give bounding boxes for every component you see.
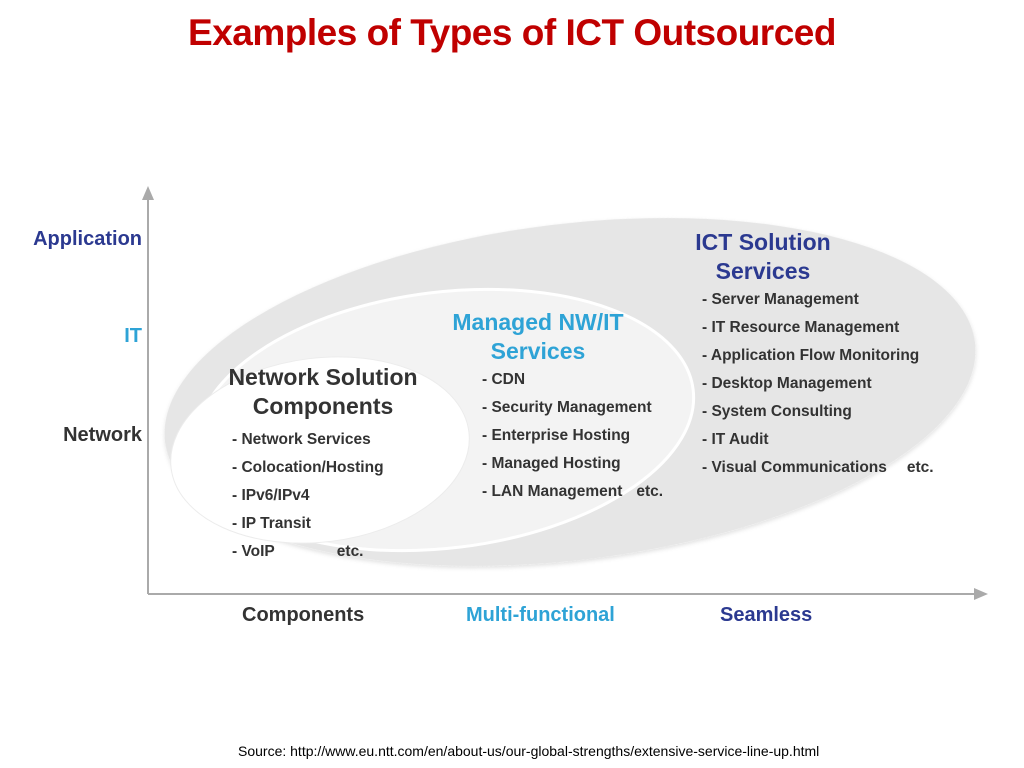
list-item: - Desktop Management [702,375,872,392]
ict-heading-line-2: Services [715,258,811,284]
list-item: - IT Audit [702,431,769,448]
list-item: - IPv6/IPv4 [232,487,310,504]
list-item: - IT Resource Management [702,319,900,336]
list-item: - System Consulting [702,403,852,420]
ellipse-network-components [170,356,470,544]
y-axis-arrow-icon [142,186,154,200]
list-item: - Colocation/Hosting [232,459,384,476]
list-item: - Application Flow Monitoring [702,347,920,364]
x-axis-arrow-icon [974,588,988,600]
managed-heading-line-1: Managed NW/IT [452,309,624,335]
list-item: - Security Management [482,399,652,416]
y-label-application: Application [33,228,142,250]
network-solution-list: - Network Services - Colocation/Hosting … [232,426,384,566]
managed-etc: etc. [636,483,664,500]
page-title: Examples of Types of ICT Outsourced [188,12,836,53]
ict-etc: etc. [906,459,934,476]
network-heading-line-1: Network Solution [228,364,418,390]
y-label-network: Network [63,424,142,446]
x-label-seamless: Seamless [720,604,813,626]
list-item: - Enterprise Hosting [482,427,631,444]
list-item: - Managed Hosting [482,455,621,472]
list-item: - IP Transit [232,515,311,532]
managed-heading-line-2: Services [490,338,586,364]
managed-services-list: - CDN - Security Management - Enterprise… [482,366,663,506]
source-citation: Source: http://www.eu.ntt.com/en/about-u… [238,743,820,759]
network-solution-heading: Network Solution Components [198,363,448,421]
managed-services-heading: Managed NW/IT Services [418,308,658,366]
list-item: - Server Management [702,291,859,308]
ict-solution-list: - Server Management - IT Resource Manage… [702,286,934,482]
ict-heading-line-1: ICT Solution [695,229,831,255]
x-label-components: Components [242,604,365,626]
y-label-it: IT [124,325,142,347]
ict-solution-heading: ICT Solution Services [668,228,858,286]
network-etc: etc. [336,543,364,560]
list-item: - Network Services [232,431,371,448]
x-label-multi-functional: Multi-functional [466,604,615,626]
list-item: - CDN [482,371,526,388]
network-heading-line-2: Components [252,393,394,419]
